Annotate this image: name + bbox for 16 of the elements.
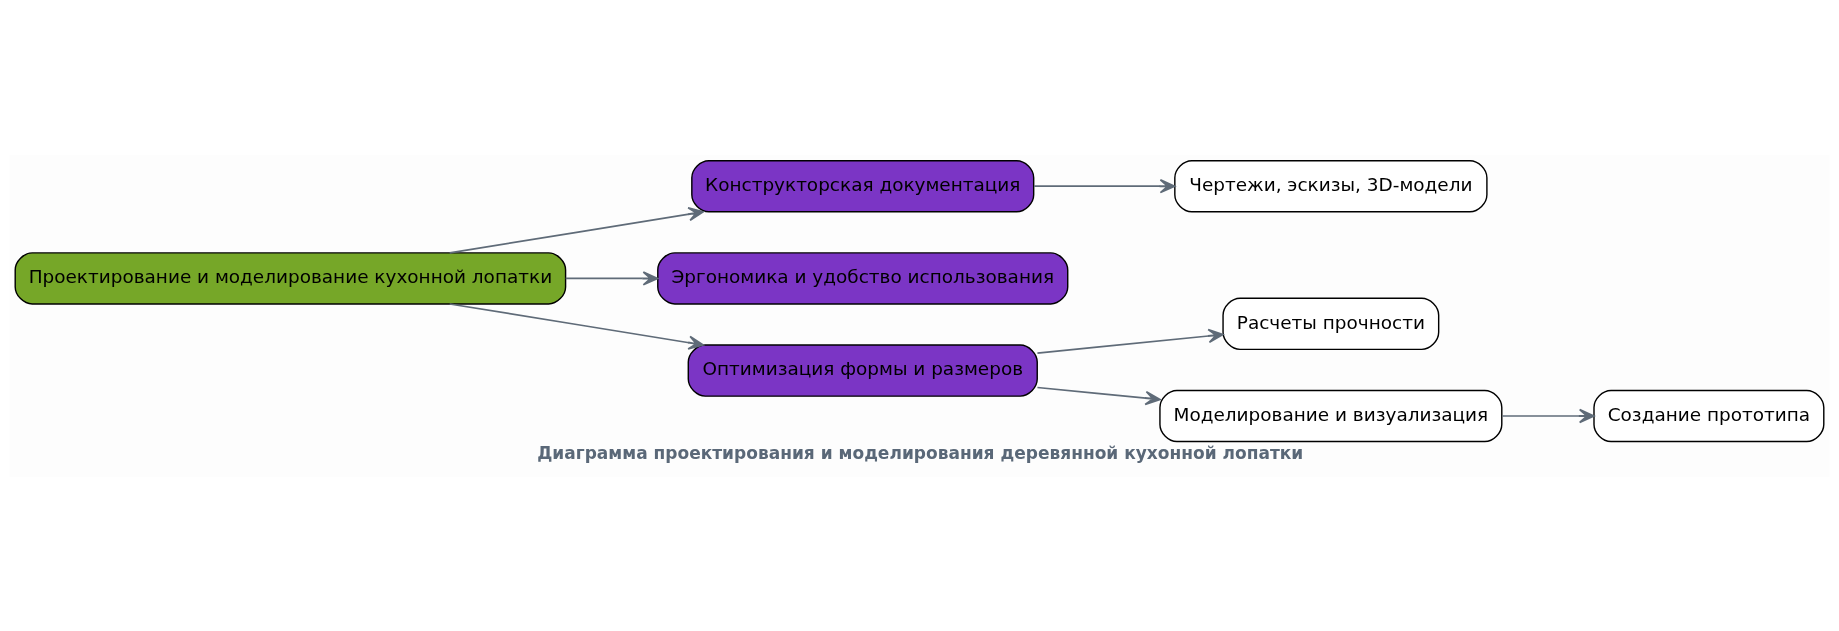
arrow <box>1036 328 1224 354</box>
node-box: Чертежи, эскизы, 3D-модели <box>1174 159 1488 212</box>
arrow <box>448 302 704 350</box>
arrow <box>1033 178 1176 193</box>
node-box: Эргономика и удобство использования <box>657 251 1069 305</box>
node-box: Конструкторская документация <box>691 159 1035 212</box>
node-box: Оптимизация формы и размеров <box>687 343 1038 397</box>
node-box: Моделирование и визуализация <box>1159 389 1503 442</box>
arrow <box>1036 386 1161 405</box>
node-box: Создание прототипа <box>1593 389 1825 442</box>
node-box: Проектирование и моделирование кухонной лопатки <box>14 251 567 305</box>
arrow <box>448 206 704 254</box>
arrow <box>1501 408 1595 423</box>
arrow <box>564 270 659 286</box>
node-box: Расчеты прочности <box>1222 297 1440 350</box>
diagram-title: Диаграмма проектирования и моделирования деревянной кухонной лопатки <box>537 442 1304 463</box>
